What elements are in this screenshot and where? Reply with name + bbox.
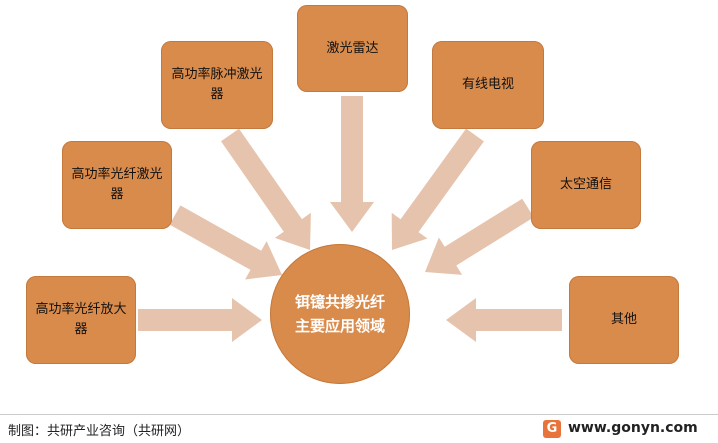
arrow-cable-tv — [391, 128, 484, 250]
node-high-power-fiber-amplifier: 高功率光纤放大器 — [26, 276, 136, 364]
logo-icon: G — [543, 420, 561, 438]
node-label: 有线电视 — [461, 77, 514, 92]
node-label: 太空通信 — [559, 177, 612, 192]
node-label: 高功率光纤激光器 — [71, 167, 163, 202]
arrow-pulse-laser — [221, 128, 311, 250]
node-lidar: 激光雷达 — [297, 5, 408, 92]
arrow-other — [446, 298, 562, 342]
footer-credit: 制图：共研产业咨询（共研网） — [8, 424, 191, 439]
center-label: 铒镱共掺光纤主要应用领域 — [294, 293, 385, 335]
node-space-communication: 太空通信 — [531, 141, 641, 229]
arrow-fiber-amplifier — [138, 298, 262, 342]
node-label: 高功率光纤放大器 — [35, 302, 127, 337]
arrow-space-communication — [425, 198, 534, 275]
node-other: 其他 — [569, 276, 679, 364]
arrow-lidar — [330, 96, 374, 232]
node-label: 高功率脉冲激光器 — [171, 67, 263, 102]
node-label: 激光雷达 — [326, 40, 379, 56]
footer: 制图：共研产业咨询（共研网） G www.gonyn.com — [0, 414, 718, 443]
node-high-power-pulse-laser: 高功率脉冲激光器 — [161, 41, 273, 129]
center-circle: 铒镱共掺光纤主要应用领域 — [270, 244, 410, 384]
node-cable-tv: 有线电视 — [432, 41, 544, 129]
node-high-power-fiber-laser: 高功率光纤激光器 — [62, 141, 172, 229]
node-label: 其他 — [610, 312, 637, 327]
arrow-fiber-laser — [169, 205, 282, 280]
footer-site: www.gonyn.com — [568, 420, 698, 436]
